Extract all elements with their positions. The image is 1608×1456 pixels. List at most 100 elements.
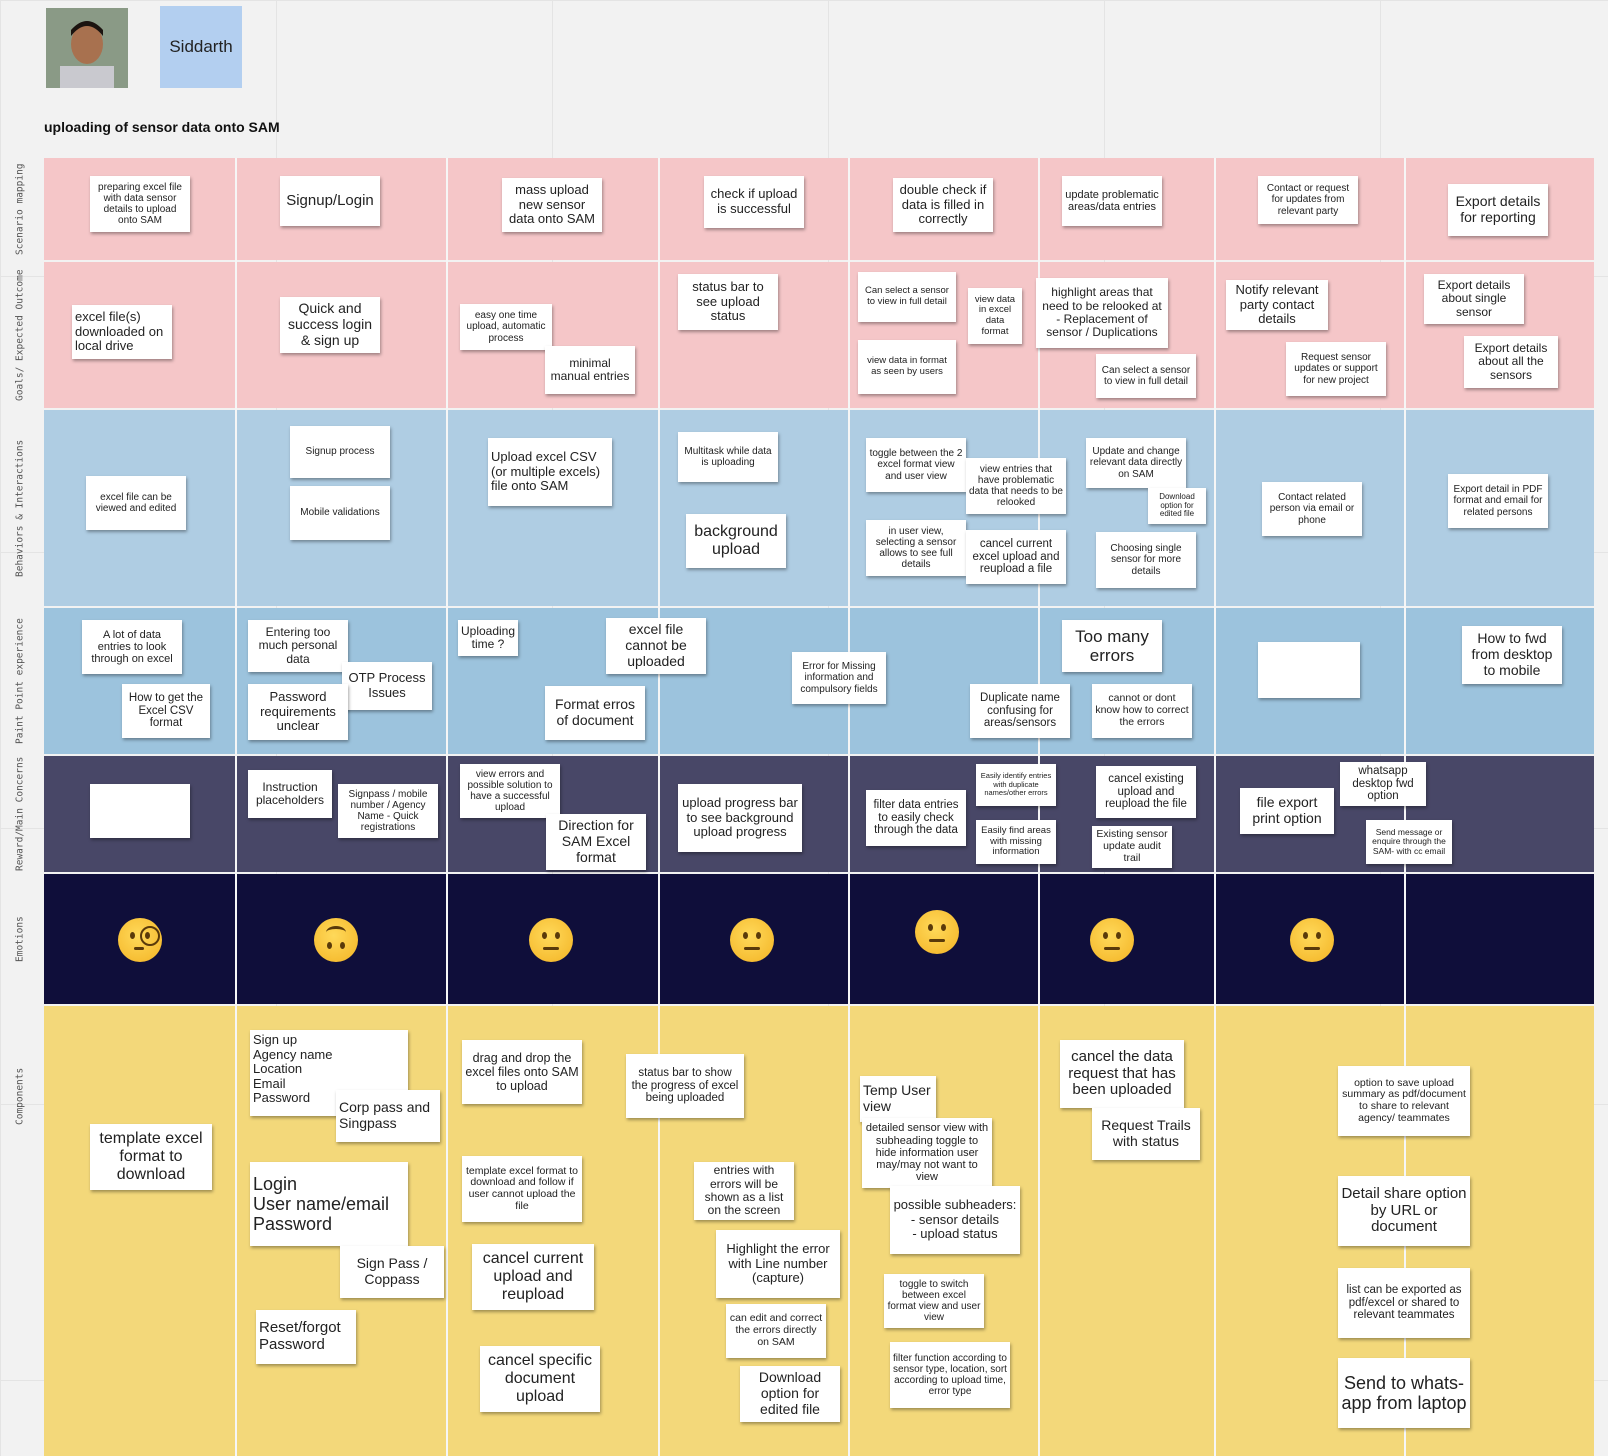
sticky-note[interactable]: Instruction placeholders — [248, 770, 332, 818]
sticky-note[interactable]: toggle between the 2 excel format view a… — [866, 438, 966, 492]
sticky-note[interactable]: possible subheaders: - sensor details - … — [890, 1186, 1020, 1254]
sticky-note[interactable]: Error for Missing information and compul… — [792, 652, 886, 704]
sticky-note[interactable]: How to fwd from desktop to mobile — [1462, 626, 1562, 684]
sticky-note[interactable]: filter data entries to easily check thro… — [866, 790, 966, 846]
sticky-note[interactable]: filter function according to sensor type… — [890, 1342, 1010, 1408]
sticky-note[interactable]: Login User name/email Password — [250, 1162, 408, 1246]
neutral-face-emoji-icon — [730, 918, 774, 962]
sticky-note[interactable]: whatsapp desktop fwd option — [1340, 762, 1426, 806]
row-label-pain: Paint Point experience — [14, 618, 26, 744]
sticky-note[interactable]: entries with errors will be shown as a l… — [694, 1162, 794, 1220]
sticky-note[interactable]: Signpass / mobile number / Agency Name -… — [338, 784, 438, 838]
sticky-note[interactable]: excel file cannot be uploaded — [606, 618, 706, 674]
sticky-note[interactable]: Export details about single sensor — [1424, 274, 1524, 324]
sticky-note[interactable]: detailed sensor view with subheading tog… — [862, 1118, 992, 1188]
sticky-note[interactable]: Choosing single sensor for more details — [1096, 532, 1196, 588]
sticky-note[interactable]: toggle to switch between excel format vi… — [884, 1274, 984, 1328]
sticky-note[interactable]: option to save upload summary as pdf/doc… — [1338, 1066, 1470, 1136]
sticky-note[interactable]: Entering too much personal data — [248, 620, 348, 672]
sticky-note[interactable]: file export print option — [1240, 788, 1334, 834]
sticky-note[interactable]: Can select a sensor to view in full deta… — [1096, 354, 1196, 398]
sticky-note[interactable]: minimal manual entries — [545, 346, 635, 394]
sticky-note[interactable]: easy one time upload, automatic process — [460, 304, 552, 350]
sticky-note[interactable]: Send to whats-app from laptop — [1338, 1358, 1470, 1428]
sticky-note[interactable]: Signup process — [290, 426, 390, 478]
row-label-goals: Goals/ Expected Outcome — [14, 269, 26, 401]
column-divider — [1214, 158, 1216, 1456]
band-emotions — [44, 874, 1594, 1004]
sticky-note[interactable]: Too many errors — [1062, 620, 1162, 672]
sticky-note[interactable]: Highlight the error with Line number (ca… — [716, 1230, 840, 1298]
sticky-note[interactable]: highlight areas that need to be relooked… — [1036, 278, 1168, 348]
sticky-note[interactable]: Uploading time ? — [458, 620, 518, 656]
sticky-note[interactable]: Password requirements unclear — [248, 684, 348, 740]
sticky-note[interactable]: Easily identify entries with duplicate n… — [976, 764, 1056, 806]
sticky-note[interactable]: Request Trails with status — [1092, 1108, 1200, 1160]
sticky-note[interactable]: A lot of data entries to look through on… — [82, 620, 182, 674]
sticky-note[interactable]: cancel the data request that has been up… — [1060, 1040, 1184, 1108]
sticky-note[interactable]: cancel specific document upload — [480, 1346, 600, 1412]
sticky-note[interactable]: Contact related person via email or phon… — [1262, 482, 1362, 536]
sticky-note[interactable]: Contact or request for updates from rele… — [1258, 176, 1358, 224]
sticky-note[interactable]: list can be exported as pdf/excel or sha… — [1338, 1268, 1470, 1338]
sticky-note[interactable]: Corp pass and Singpass — [336, 1090, 440, 1142]
sticky-note[interactable]: drag and drop the excel files onto SAM t… — [462, 1040, 582, 1104]
sticky-note[interactable]: Temp User view — [860, 1076, 936, 1122]
sticky-note[interactable]: Quick and success login & sign up — [280, 297, 380, 353]
sticky-note[interactable]: cancel existing upload and reupload the … — [1096, 766, 1196, 818]
neutral-face-emoji-icon — [529, 918, 573, 962]
persona-name-card[interactable]: Siddarth — [160, 6, 242, 88]
sticky-note[interactable]: Can select a sensor to view in full deta… — [858, 272, 956, 322]
sticky-note[interactable]: Existing sensor update audit trail — [1092, 826, 1172, 868]
sticky-note[interactable]: view data in excel data format — [968, 288, 1022, 344]
sticky-note[interactable]: status bar to show the progress of excel… — [626, 1054, 744, 1118]
sticky-note[interactable]: double check if data is filled in correc… — [893, 178, 993, 232]
sticky-note[interactable]: Reset/forgot Password — [256, 1310, 356, 1364]
sticky-note[interactable]: Export details about all the sensors — [1464, 336, 1558, 388]
sticky-note[interactable]: Mobile validations — [290, 486, 390, 540]
sticky-note[interactable]: view data in format as seen by users — [858, 340, 956, 394]
sticky-note[interactable]: Export detail in PDF format and email fo… — [1448, 474, 1548, 528]
sticky-note[interactable]: status bar to see upload status — [678, 274, 778, 330]
sticky-note[interactable]: Sign Pass / Coppass — [340, 1246, 444, 1298]
sticky-note[interactable]: can edit and correct the errors directly… — [726, 1304, 826, 1358]
sticky-note[interactable]: preparing excel file with data sensor de… — [90, 176, 190, 232]
sticky-note[interactable]: Notify relevant party contact details — [1226, 280, 1328, 330]
sticky-note[interactable]: Format erros of document — [545, 686, 645, 740]
sticky-note[interactable]: Detail share option by URL or document — [1338, 1176, 1470, 1246]
sticky-note[interactable]: Send message or enquire through the SAM-… — [1366, 820, 1452, 864]
sticky-note[interactable]: Sign up Agency name Location Email Passw… — [250, 1030, 408, 1116]
sticky-note[interactable]: in user view, selecting a sensor allows … — [866, 520, 966, 576]
sticky-note[interactable]: Download option for edited file — [740, 1366, 840, 1422]
sticky-note[interactable]: template excel format to download — [90, 1124, 212, 1190]
sticky-note[interactable]: mass upload new sensor data onto SAM — [502, 178, 602, 232]
sticky-note[interactable]: Easily find areas with missing informati… — [976, 820, 1056, 864]
sticky-note[interactable]: view errors and possible solution to hav… — [460, 764, 560, 818]
sticky-note[interactable]: view entries that have problematic data … — [966, 458, 1066, 514]
sticky-note[interactable]: Download option for edited file — [1148, 488, 1206, 524]
sticky-note[interactable]: Duplicate name confusing for areas/senso… — [970, 684, 1070, 738]
sticky-note[interactable]: Update and change relevant data directly… — [1086, 438, 1186, 488]
sticky-note[interactable]: How to get the Excel CSV format — [122, 684, 210, 738]
column-divider — [658, 158, 660, 1456]
sticky-note[interactable]: Export details for reporting — [1448, 184, 1548, 236]
sticky-note[interactable]: Upload excel CSV (or multiple excels) fi… — [488, 438, 612, 506]
sticky-note[interactable]: cancel current upload and reupload — [472, 1244, 594, 1310]
sticky-note[interactable]: Signup/Login — [280, 176, 380, 226]
sticky-note[interactable]: template excel format to download and fo… — [462, 1156, 582, 1222]
sticky-note[interactable] — [90, 784, 190, 838]
sticky-note[interactable]: excel file can be viewed and edited — [86, 476, 186, 530]
sticky-note[interactable]: Multitask while data is uploading — [678, 432, 778, 482]
sticky-note[interactable] — [1258, 642, 1360, 698]
sticky-note[interactable]: cancel current excel upload and reupload… — [966, 530, 1066, 584]
sticky-note[interactable]: update problematic areas/data entries — [1062, 176, 1162, 226]
sticky-note[interactable]: Direction for SAM Excel format — [546, 814, 646, 870]
sticky-note[interactable]: upload progress bar to see background up… — [678, 784, 802, 852]
band-scenario — [44, 158, 1594, 260]
sticky-note[interactable]: excel file(s) downloaded on local drive — [72, 305, 172, 359]
sticky-note[interactable]: cannot or dont know how to correct the e… — [1092, 684, 1192, 738]
sticky-note[interactable]: Request sensor updates or support for ne… — [1286, 342, 1386, 396]
sticky-note[interactable]: OTP Process Issues — [342, 662, 432, 710]
sticky-note[interactable]: check if upload is successful — [704, 176, 804, 228]
sticky-note[interactable]: background upload — [686, 514, 786, 568]
